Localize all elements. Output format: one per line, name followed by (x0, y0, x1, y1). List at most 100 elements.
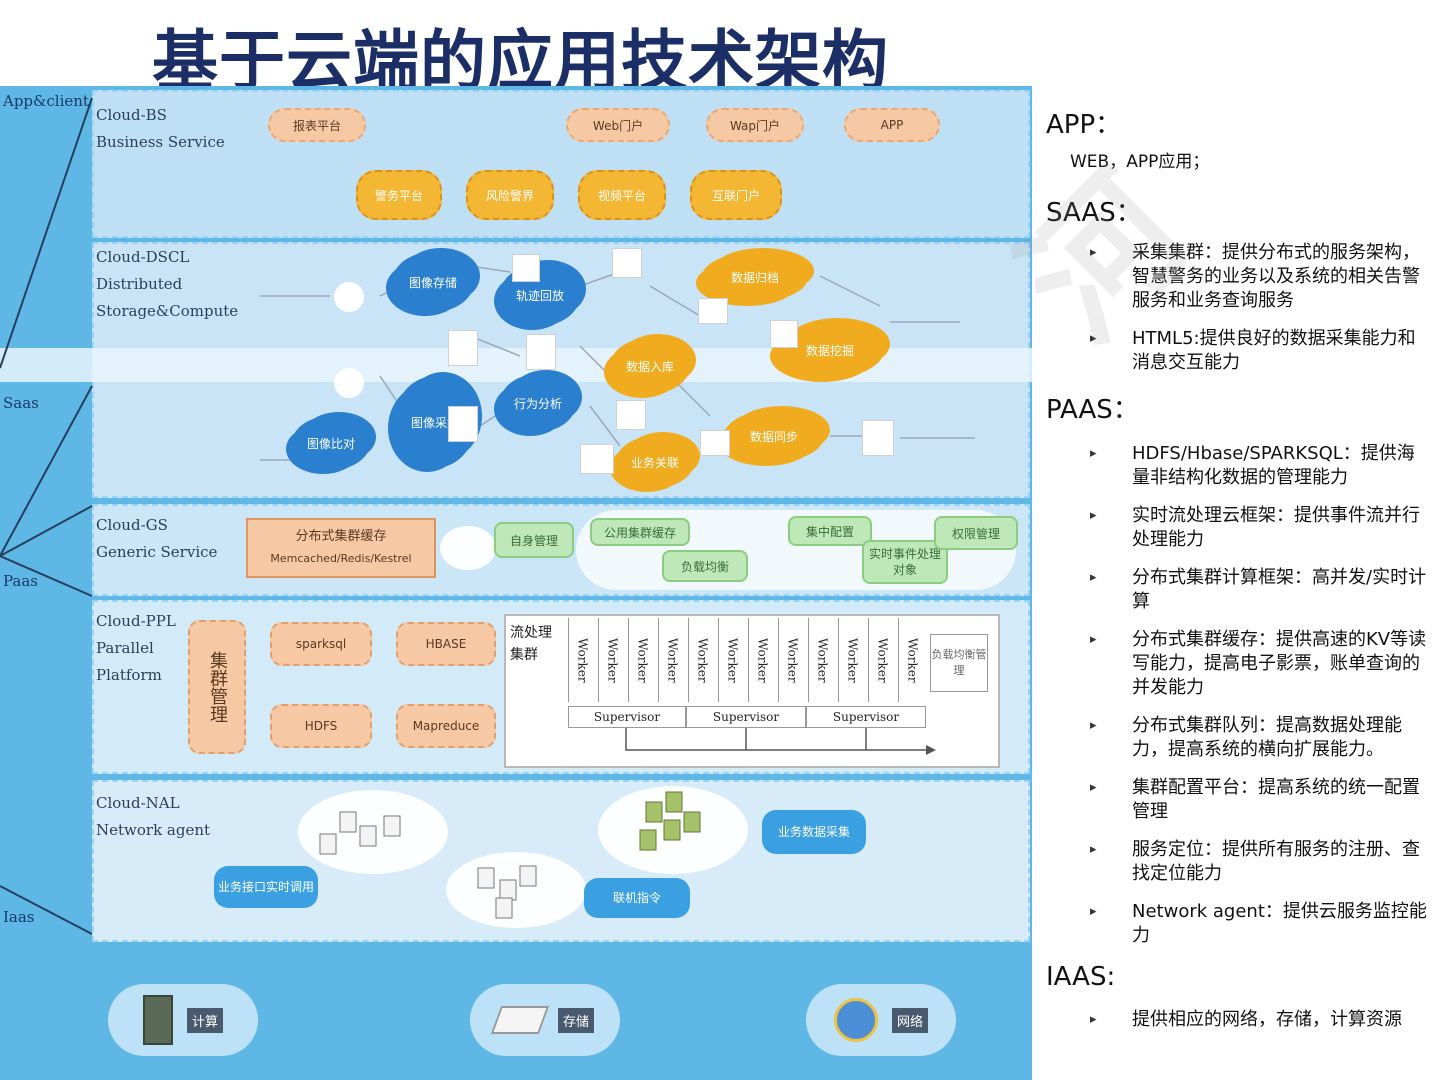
dscl-cloud: 行为分析 (500, 374, 576, 432)
heading-paas: PAAS： (1046, 395, 1139, 425)
worker-column: Worker (628, 618, 656, 702)
iaas-bullet: 提供相应的网络，存储，计算资源 (1046, 1008, 1430, 1032)
bs-item: Web门户 (566, 108, 670, 142)
bs-item: 视频平台 (578, 170, 666, 220)
gs-item: 实时事件处理对象 (862, 540, 948, 584)
nal-item: 业务数据采集 (762, 810, 866, 854)
paas-bullet: Network agent：提供云服务监控能力 (1046, 900, 1430, 948)
saas-bullet: 采集集群：提供分布式的服务架构，智慧警务的业务以及系统的相关告警服务和业务查询服… (1046, 241, 1430, 313)
side-label-paas: Paas (3, 572, 39, 590)
side-label-app: App&client (3, 92, 89, 110)
flow-node (526, 334, 556, 370)
dscl-cloud: 数据挖掘 (776, 322, 884, 378)
worker-column: Worker (808, 618, 836, 702)
nal-item: 联机指令 (584, 878, 690, 918)
gs-cache-box: 分布式集群缓存 Memcached/Redis/Kestrel (246, 518, 436, 578)
saas-bullet: HTML5:提供良好的数据采集能力和消息交互能力 (1046, 327, 1430, 375)
notes-panel: APP： WEB，APP应用； SAAS： 采集集群：提供分布式的服务架构，智慧… (1046, 104, 1430, 1046)
supervisor-box: Supervisor (806, 706, 926, 728)
network-icon (833, 998, 878, 1042)
worker-column: Worker (748, 618, 776, 702)
cluster-mgmt-box: 集群管理 (188, 620, 246, 754)
worker-column: Worker (688, 618, 716, 702)
layer-name-nal: Cloud-NAL Network agent (96, 794, 211, 839)
layer-name-dscl: Cloud-DSCL Distributed Storage&Compute (96, 248, 239, 320)
flow-node (334, 282, 364, 312)
worker-column: Worker (568, 618, 596, 702)
server-racks (319, 791, 701, 919)
side-label-iaas: Iaas (3, 908, 35, 926)
iaas-bullets: 提供相应的网络，存储，计算资源 (1046, 1008, 1430, 1032)
layer-name-gs: Cloud-GS Generic Service (96, 516, 218, 561)
supervisor-box: Supervisor (686, 706, 806, 728)
heading-app: APP： (1046, 110, 1122, 140)
bs-item: 风险警界 (466, 170, 554, 220)
ppl-item: HBASE (396, 622, 496, 666)
worker-column: Worker (778, 618, 806, 702)
paas-bullet: 分布式集群缓存：提供高速的KV等读写能力，提高电子影票，账单查询的并发能力 (1046, 628, 1430, 700)
paas-bullet: 分布式集群计算框架：高并发/实时计算 (1046, 566, 1430, 614)
heading-saas: SAAS： (1046, 198, 1142, 228)
iaas-storage-cloud: 存储 (470, 984, 620, 1056)
flow-node (770, 320, 798, 348)
flow-node (698, 298, 728, 324)
storage-icon (490, 1006, 550, 1034)
flow-node (580, 444, 614, 474)
nal-item: 业务接口实时调用 (214, 866, 318, 908)
worker-column: Worker (838, 618, 866, 702)
iaas-label: 计算 (186, 1007, 223, 1033)
iaas-label: 网络 (891, 1007, 928, 1033)
paas-bullets: HDFS/Hbase/SPARKSQL：提供海量非结构化数据的管理能力实时流处理… (1046, 442, 1430, 948)
bs-item: 报表平台 (268, 108, 366, 142)
gs-item: 权限管理 (934, 516, 1018, 550)
bs-item: 互联门户 (690, 170, 782, 220)
paas-bullet: 服务定位：提供所有服务的注册、查找定位能力 (1046, 838, 1430, 886)
worker-column: Worker (898, 618, 926, 702)
paas-bullet: 集群配置平台：提高系统的统一配置管理 (1046, 776, 1430, 824)
architecture-diagram: App&client Saas Paas Iaas Cloud-BS Busin… (0, 86, 1032, 1080)
dscl-cloud: 业务关联 (616, 436, 694, 488)
ppl-item: sparksql (270, 622, 372, 666)
layer-connector-lines (0, 97, 93, 935)
saas-bullets: 采集集群：提供分布式的服务架构，智慧警务的业务以及系统的相关告警服务和业务查询服… (1046, 241, 1430, 375)
bs-item: APP (844, 108, 940, 142)
paas-bullet: HDFS/Hbase/SPARKSQL：提供海量非结构化数据的管理能力 (1046, 442, 1430, 490)
iaas-label: 存储 (557, 1007, 594, 1033)
app-text: WEB，APP应用； (1070, 152, 1210, 172)
flow-node (700, 430, 730, 456)
gs-item: 集中配置 (788, 516, 872, 546)
iaas-compute-cloud: 计算 (108, 984, 258, 1056)
flow-node (862, 420, 894, 456)
worker-column: Worker (658, 618, 686, 702)
worker-column: Worker (868, 618, 896, 702)
bs-item: Wap门户 (706, 108, 804, 142)
flow-node (512, 254, 540, 282)
supervisor-arrow (625, 728, 936, 755)
ppl-item: Mapreduce (396, 704, 496, 748)
paas-bullet: 实时流处理云框架：提供事件流并行处理能力 (1046, 504, 1430, 552)
flow-node (448, 406, 478, 442)
layer-name-ppl: Cloud-PPL Parallel Platform (96, 612, 176, 684)
side-label-saas: Saas (3, 394, 39, 412)
flow-node (612, 248, 642, 278)
worker-column: Worker (598, 618, 626, 702)
bs-item: 警务平台 (356, 170, 442, 220)
worker-column: Worker (718, 618, 746, 702)
paas-bullet: 分布式集群队列：提高数据处理能力，提高系统的横向扩展能力。 (1046, 714, 1430, 762)
ppl-item: HDFS (270, 704, 372, 748)
dscl-cloud: 图像存储 (392, 252, 474, 312)
gs-item: 负载均衡 (662, 550, 748, 582)
stream-cluster-label: 流处理 集群 (510, 625, 552, 663)
gs-cache-subtitle: Memcached/Redis/Kestrel (270, 552, 412, 565)
dscl-cloud: 数据入库 (610, 338, 690, 394)
flow-node (616, 400, 646, 430)
iaas-network-cloud: 网络 (806, 984, 956, 1056)
layer-name-bs: Cloud-BS Business Service (96, 106, 225, 151)
dscl-cloud: 图像比对 (292, 416, 370, 470)
dscl-cloud: 数据归档 (702, 252, 808, 302)
flow-node (334, 368, 364, 398)
gs-item: 自身管理 (494, 522, 574, 558)
supervisor-box: Supervisor (568, 706, 686, 728)
server-icon (142, 995, 173, 1045)
